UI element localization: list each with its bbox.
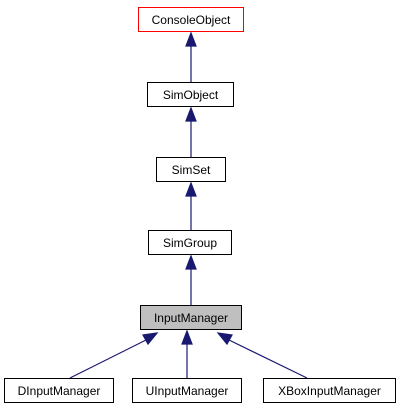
node-dinput-manager[interactable]: DInputManager	[4, 378, 114, 403]
edge-arrow-inputmanager-left	[142, 332, 159, 346]
edge-arrow-inputmanager-right	[216, 332, 233, 346]
node-sim-set[interactable]: SimSet	[156, 157, 226, 182]
node-uinput-manager[interactable]: UInputManager	[132, 378, 242, 403]
node-label-uinput-manager: UInputManager	[145, 383, 229, 398]
edge-arrow-simgroup	[185, 254, 197, 270]
edge-xboxinputmanager-inputmanager	[228, 339, 308, 379]
node-label-dinput-manager: DInputManager	[17, 383, 101, 398]
node-label-xbox-input-manager: XBoxInputManager	[278, 383, 381, 398]
node-label-input-manager: InputManager	[153, 310, 229, 325]
node-sim-group[interactable]: SimGroup	[148, 230, 232, 255]
edge-arrow-simobject	[185, 106, 197, 122]
node-xbox-input-manager[interactable]: XBoxInputManager	[263, 378, 396, 403]
node-sim-object[interactable]: SimObject	[147, 82, 234, 107]
node-label-sim-group: SimGroup	[162, 235, 218, 250]
edge-arrow-consoleobject	[185, 31, 197, 47]
node-console-object[interactable]: ConsoleObject	[138, 7, 244, 32]
node-input-manager: InputManager	[140, 305, 242, 330]
node-label-console-object: ConsoleObject	[151, 12, 231, 27]
node-label-sim-set: SimSet	[171, 162, 211, 177]
edge-arrow-inputmanager-center	[181, 329, 193, 345]
node-label-sim-object: SimObject	[162, 87, 219, 102]
edge-dinputmanager-inputmanager	[69, 339, 147, 379]
edge-arrow-simset	[185, 181, 197, 197]
